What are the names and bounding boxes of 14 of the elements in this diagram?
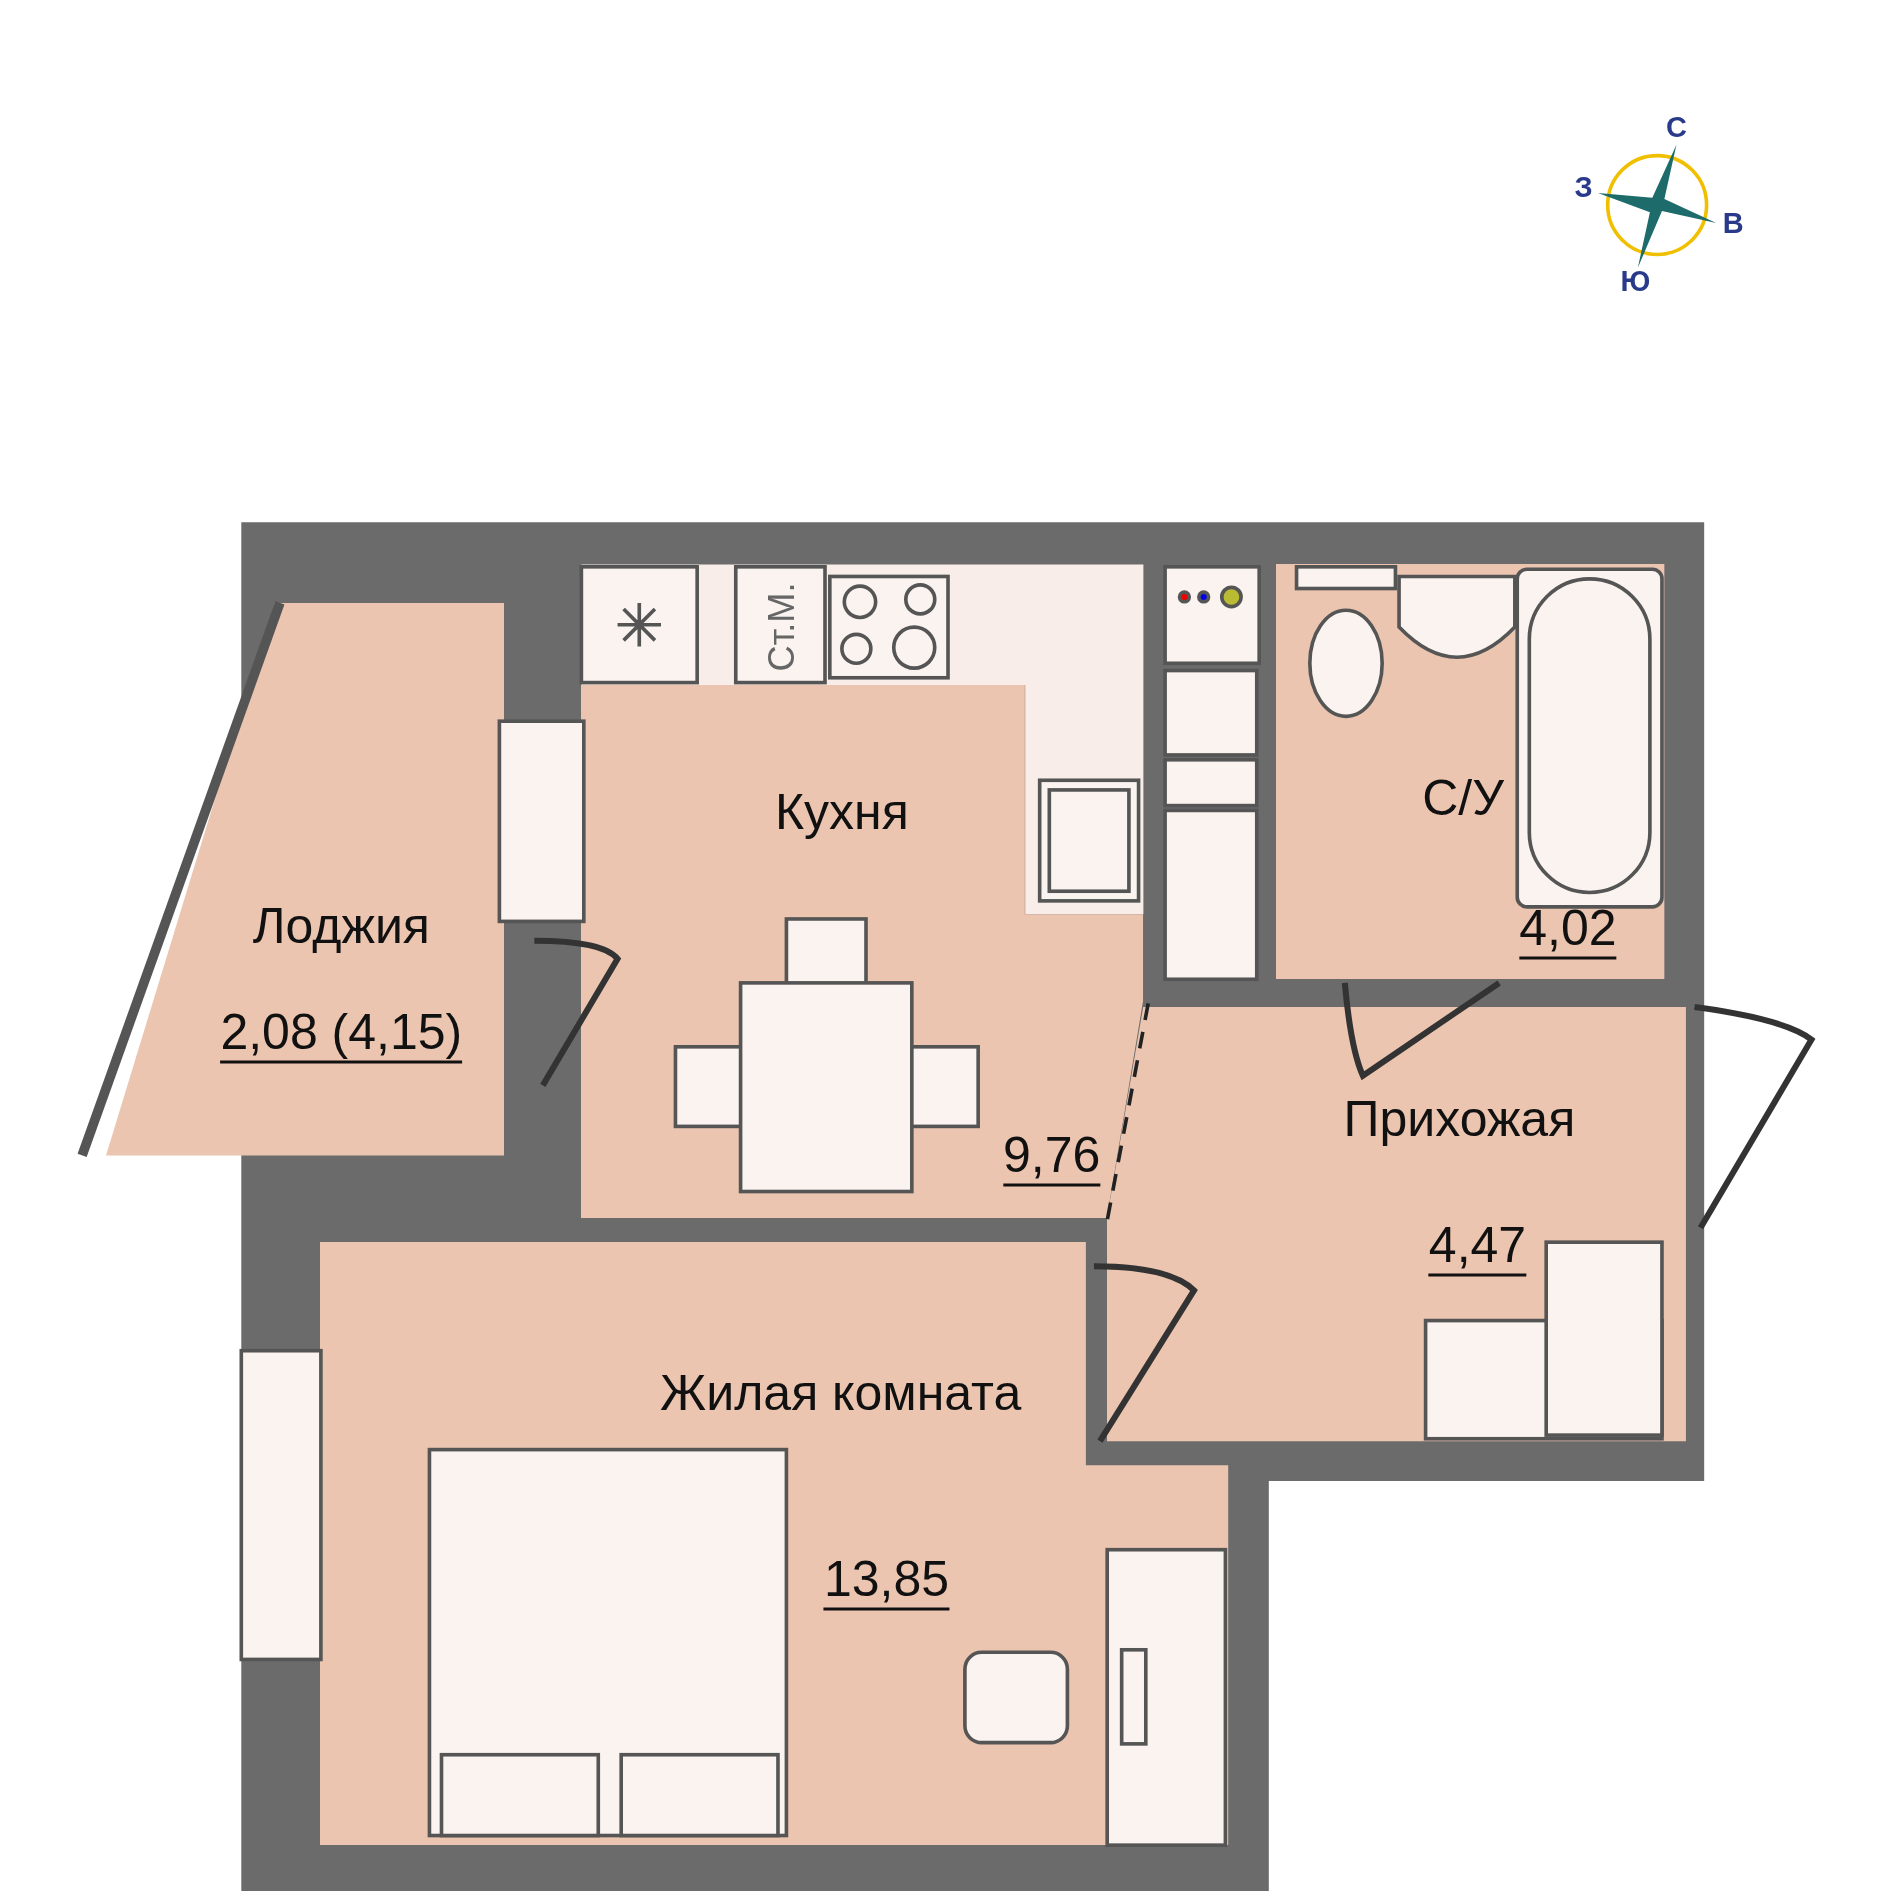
room-name: С/У <box>1422 773 1504 824</box>
room-name: Жилая комната <box>660 1368 1022 1419</box>
appliance-label: Ст.М. <box>763 582 800 672</box>
compass-letter: Ю <box>1620 266 1651 296</box>
compass-letter: В <box>1722 208 1744 238</box>
room-area: 2,08 (4,15) <box>220 1006 463 1064</box>
room-name: Прихожая <box>1343 1094 1576 1145</box>
room-area: 4,47 <box>1428 1219 1527 1277</box>
compass-letter: С <box>1666 112 1687 142</box>
room-name: Кухня <box>774 786 909 837</box>
room-area: 9,76 <box>1003 1129 1101 1187</box>
room-name: Лоджия <box>252 901 430 952</box>
room-area: 13,85 <box>823 1553 950 1611</box>
compass-letter: З <box>1574 172 1593 202</box>
